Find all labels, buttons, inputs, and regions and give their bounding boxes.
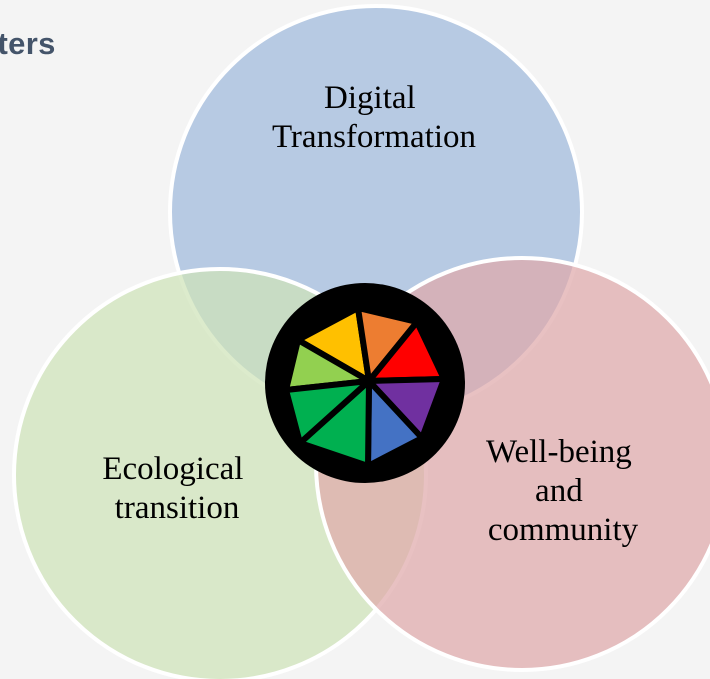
label-digital-transformation: Digital Transformation [272, 80, 476, 155]
label-wellbeing-line-1: Well-being [486, 434, 632, 470]
label-ecological-transition: Ecological transition [102, 451, 251, 526]
label-digital-line-1: Digital [324, 80, 416, 116]
page-title: sters [0, 26, 56, 61]
label-wellbeing-line-3: community [488, 512, 639, 548]
label-digital-line-2: Transformation [272, 119, 476, 155]
label-ecological-line-2: transition [115, 490, 240, 526]
center-heptagon-logo [265, 283, 465, 483]
label-well-being-community: Well-being and community [486, 434, 640, 548]
label-wellbeing-line-2: and [535, 473, 583, 509]
label-ecological-line-1: Ecological [102, 451, 243, 487]
logo-segments [283, 305, 447, 469]
logo-segment [283, 378, 372, 446]
